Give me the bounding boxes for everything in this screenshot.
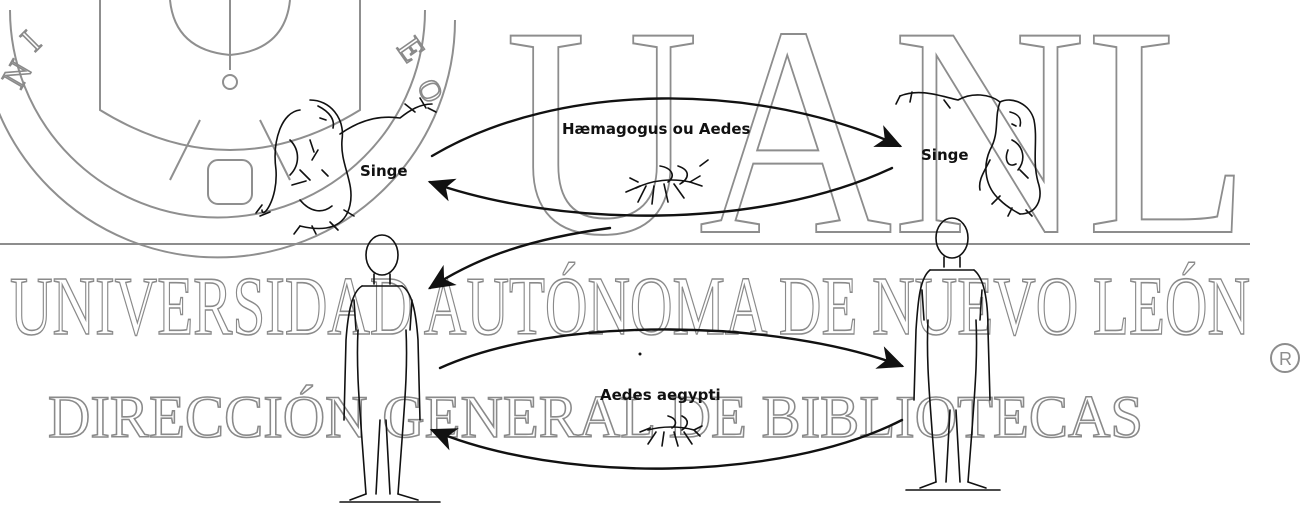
dot-mark [639,353,642,356]
university-seal-icon [0,0,455,257]
seal-letter-o: O [410,74,449,108]
seal-letter-n: N [0,55,40,95]
watermark-monogram: UANL [505,0,1250,297]
watermark-line1: UNIVERSIDAD AUTÓNOMA DE NUEVO LEÓN [10,260,1250,353]
registered-mark-icon: ® R [1271,344,1299,372]
vector-label-haemagogus: Hæmagogus ou Aedes [562,120,751,138]
host-label-left: Singe [360,162,408,180]
watermark-line2: DIRECCIÓN GENERAL DE BIBLIOTECAS [48,384,1143,450]
host-label-right: Singe [921,146,969,164]
svg-text:R: R [1279,349,1292,369]
seal-letter-e: E [390,31,432,69]
seal-letter-i: I [14,24,48,58]
vector-label-aedes-aegypti: Aedes aegypti [600,386,721,404]
